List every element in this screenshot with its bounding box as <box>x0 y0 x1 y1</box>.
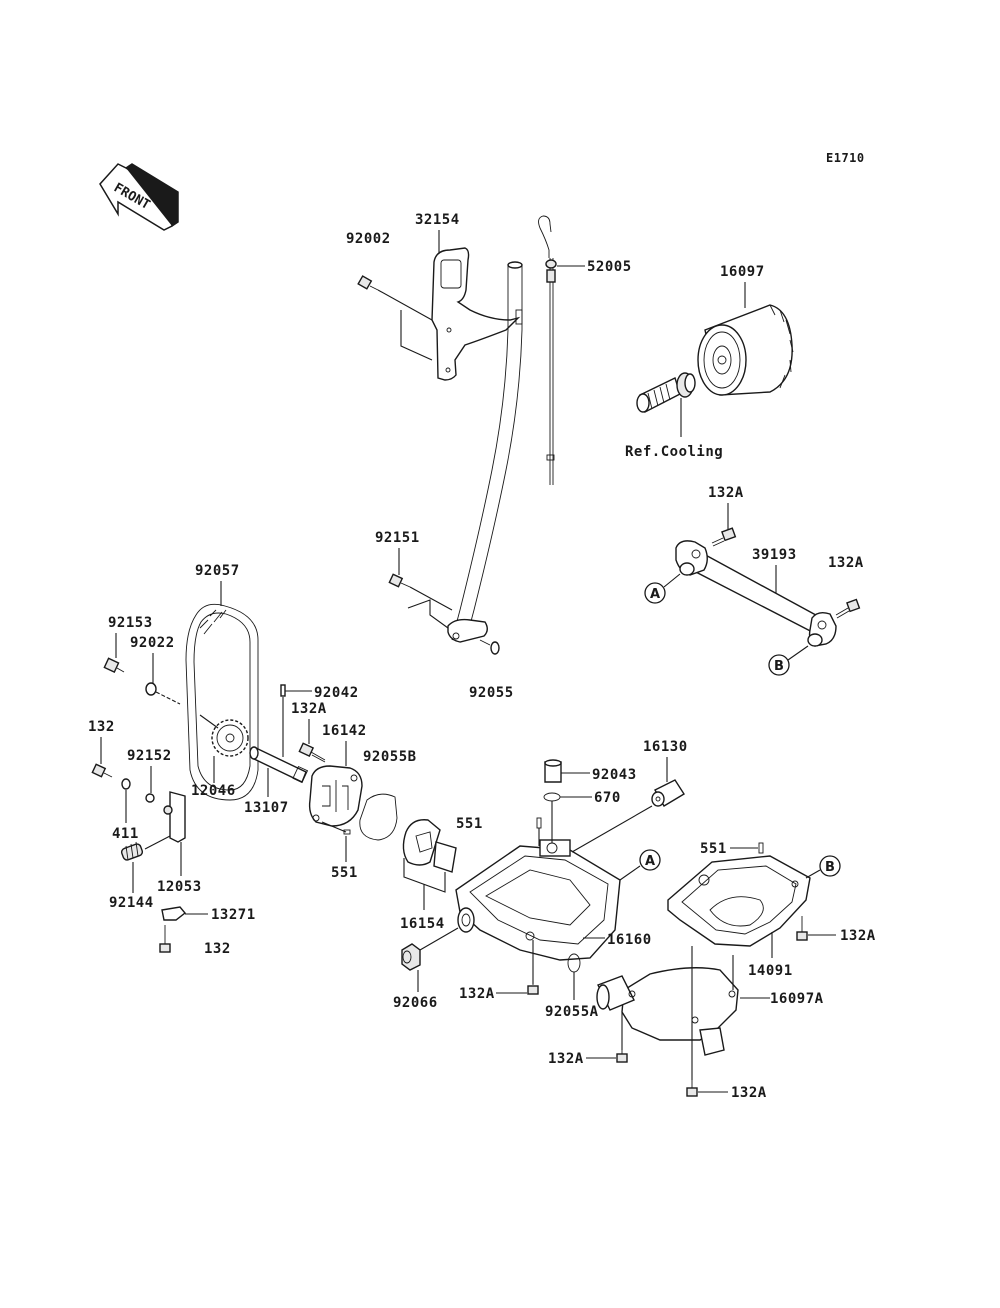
label-411: 411 <box>112 826 139 842</box>
ref-cooling-note: Ref.Cooling <box>625 444 723 460</box>
label-670: 670 <box>594 790 621 806</box>
shaft-13107 <box>249 746 309 784</box>
label-39193: 39193 <box>752 547 797 563</box>
label-92057: 92057 <box>195 563 240 579</box>
diagram-code: E1710 <box>826 151 865 165</box>
label-92144: 92144 <box>109 895 154 911</box>
bolt-92002-icon <box>357 275 379 291</box>
label-12053: 12053 <box>157 879 202 895</box>
ref-a-top: A <box>650 587 660 602</box>
pan-body-16160 <box>455 839 621 961</box>
label-551-right: 551 <box>700 841 727 857</box>
bolt-132-bottom-icon <box>159 925 171 953</box>
label-132A-top: 132A <box>708 485 744 501</box>
bolt-132A-pump-icon <box>298 742 326 763</box>
label-14091: 14091 <box>748 963 793 979</box>
oil-pipe-39193 <box>675 540 837 647</box>
ref-b-bottom: B <box>825 860 835 875</box>
bolt-92153-icon <box>103 657 125 673</box>
ref-circle-a-bottom <box>639 849 661 871</box>
nut-411 <box>121 778 131 790</box>
bolt-132A-bottom-icon <box>686 1072 698 1097</box>
label-12046: 12046 <box>191 783 236 799</box>
label-16097: 16097 <box>720 264 765 280</box>
label-551-pump: 551 <box>331 865 358 881</box>
label-92042: 92042 <box>314 685 359 701</box>
cap-92066 <box>401 943 421 971</box>
label-132A-bottom: 132A <box>731 1085 767 1101</box>
label-92152: 92152 <box>127 748 172 764</box>
label-13271: 13271 <box>211 907 256 923</box>
label-132-left: 132 <box>88 719 115 735</box>
washer-92022 <box>145 682 157 696</box>
bolt-92151-icon <box>388 573 411 588</box>
dipstick-tube <box>451 266 523 641</box>
sprocket-12046 <box>211 719 249 757</box>
label-16154: 16154 <box>400 916 445 932</box>
tensioner-12053 <box>163 791 186 843</box>
label-92055A: 92055A <box>545 1004 599 1020</box>
label-92002: 92002 <box>346 231 391 247</box>
bracket-32154 <box>431 247 521 381</box>
label-132A-pan: 132A <box>459 986 495 1002</box>
bolt-132A-top-icon <box>711 527 737 547</box>
label-92055B: 92055B <box>363 749 417 765</box>
ref-b-top: B <box>774 659 784 674</box>
label-16142: 16142 <box>322 723 367 739</box>
label-132A-pump: 132A <box>291 701 327 717</box>
ref-a-bottom: A <box>645 854 655 869</box>
o-ring-92055 <box>490 641 500 655</box>
dipstick-52005 <box>538 215 557 485</box>
bolt-132A-b-icon <box>796 916 808 941</box>
plate-13271 <box>161 906 187 921</box>
label-92043: 92043 <box>592 767 637 783</box>
label-16097A: 16097A <box>770 991 824 1007</box>
label-16130: 16130 <box>643 739 688 755</box>
rotor-16154 <box>402 819 457 873</box>
ref-circle-b-bottom <box>819 855 841 877</box>
ref-circle-a-top <box>644 582 666 604</box>
label-92055: 92055 <box>469 685 514 701</box>
label-92022: 92022 <box>130 635 175 651</box>
label-32154: 32154 <box>415 212 460 228</box>
gasket-92055B <box>359 793 398 841</box>
strainer-16097A <box>596 967 739 1056</box>
relief-valve-16130 <box>651 779 685 807</box>
label-52005: 52005 <box>587 259 632 275</box>
pin-92042 <box>280 684 286 697</box>
bolt-132A-cover-icon <box>616 1038 628 1063</box>
label-92151: 92151 <box>375 530 420 546</box>
bolt-132-left-icon <box>91 763 113 778</box>
front-arrow-icon: FRONT <box>99 163 179 231</box>
drive-chain-92057 <box>185 603 259 801</box>
union-bolt <box>636 372 696 414</box>
bolt-132A-right-icon <box>835 598 861 619</box>
label-551-pan: 551 <box>456 816 483 832</box>
label-132A-cover: 132A <box>548 1051 584 1067</box>
label-132-bottom: 132 <box>204 941 231 957</box>
washer-92152 <box>145 793 155 803</box>
o-ring-670 <box>543 792 561 802</box>
label-92066: 92066 <box>393 995 438 1011</box>
label-92153: 92153 <box>108 615 153 631</box>
spring-92144-icon <box>120 841 144 861</box>
ref-circle-b-top <box>768 654 790 676</box>
label-16160: 16160 <box>607 932 652 948</box>
oil-filter-16097 <box>697 304 794 396</box>
cover-14091 <box>667 855 811 947</box>
label-13107: 13107 <box>244 800 289 816</box>
label-132A-right: 132A <box>828 555 864 571</box>
bolt-132A-pan-icon <box>527 966 539 995</box>
label-132A-b: 132A <box>840 928 876 944</box>
